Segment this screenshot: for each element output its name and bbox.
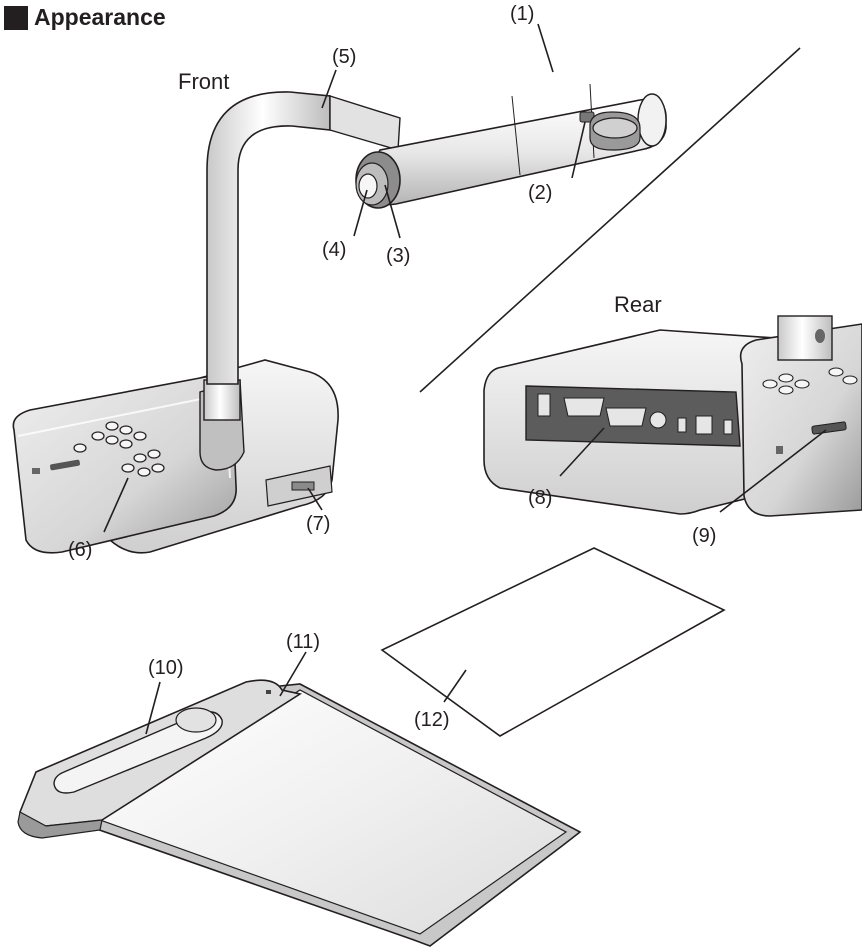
gooseneck-arm xyxy=(206,91,331,385)
callout-9: (9) xyxy=(692,525,716,547)
callout-5: (5) xyxy=(332,46,356,68)
sheet-leader-line-12 xyxy=(443,669,467,703)
callout-7: (7) xyxy=(306,513,330,535)
callout-12: (12) xyxy=(414,709,450,731)
front-camera-illustration xyxy=(12,83,667,554)
base-unit xyxy=(12,359,339,554)
callout-11: (11) xyxy=(286,631,320,653)
section-title: Appearance xyxy=(34,4,166,30)
sheet-outline xyxy=(380,547,726,737)
front-leader-lines xyxy=(103,23,586,533)
control-panel-buttons xyxy=(73,421,165,477)
rear-camera-illustration xyxy=(483,315,862,517)
rear-label: Rear xyxy=(614,292,662,317)
rear-leader-line-8 xyxy=(559,427,605,477)
callout-1: (1) xyxy=(510,3,534,25)
view-divider-line xyxy=(419,47,801,393)
document-tray xyxy=(17,679,582,947)
heading-square-icon xyxy=(4,5,28,30)
tray-leader-line-11 xyxy=(279,651,307,697)
camera-head xyxy=(355,83,667,209)
callout-8: (8) xyxy=(528,487,552,509)
tray-leader-line-10 xyxy=(145,681,161,735)
callout-2: (2) xyxy=(528,182,552,204)
section-heading: Appearance xyxy=(4,4,166,31)
callout-3: (3) xyxy=(386,245,410,267)
front-label: Front xyxy=(178,69,229,94)
rear-leader-line-9 xyxy=(719,429,827,513)
callout-6: (6) xyxy=(68,539,92,561)
callout-10: (10) xyxy=(148,657,184,679)
callout-4: (4) xyxy=(322,239,346,261)
